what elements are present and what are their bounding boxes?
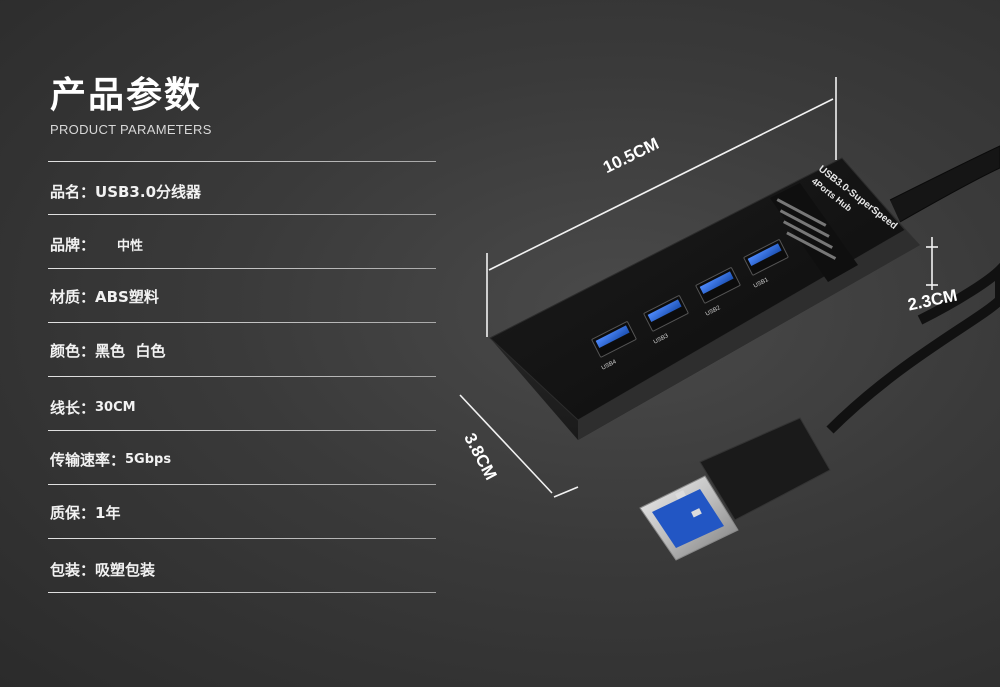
param-row-warranty: 质保：1年: [50, 500, 436, 524]
divider: [48, 376, 436, 377]
ridge-dots: [776, 198, 837, 260]
cable-top: [889, 145, 1000, 223]
usb-plug: [639, 417, 831, 561]
page-title: 产品参数: [50, 75, 203, 116]
hub-edge: [578, 230, 920, 440]
param-label: 颜色：: [50, 341, 96, 360]
param-value: 30CM: [95, 399, 136, 415]
param-label: 线长：: [50, 398, 96, 417]
divider: [48, 322, 436, 323]
divider: [48, 161, 436, 162]
param-label: 包装：: [50, 560, 96, 579]
param-value: 中性: [117, 238, 144, 254]
param-label: 材质：: [50, 287, 96, 306]
divider: [48, 430, 436, 431]
usb-port-3: USB3: [643, 295, 689, 346]
param-value: 吸塑包装: [95, 560, 156, 579]
param-row-packaging: 包装：吸塑包装: [50, 557, 436, 581]
param-row-color: 颜色：黑色 白色: [50, 338, 436, 362]
divider: [48, 214, 436, 215]
param-label: 品牌：: [50, 235, 96, 254]
param-value: USB3.0分线器: [95, 182, 202, 201]
page-subtitle: PRODUCT PARAMETERS: [50, 122, 212, 137]
usb-hub-product-image: USB3.0-SuperSpeed 4Ports Hub USB4 USB3 U…: [459, 77, 1000, 561]
divider: [48, 592, 436, 593]
param-value: 5Gbps: [125, 451, 172, 467]
param-value: 1年: [95, 503, 121, 522]
param-row-material: 材质：ABS塑料: [50, 284, 436, 308]
dimension-lines: [459, 77, 938, 498]
param-label: 品名：: [50, 182, 96, 201]
param-row-cable-length: 线长：30CM: [50, 395, 436, 419]
divider: [48, 484, 436, 485]
param-row-name: 品名：USB3.0分线器: [50, 179, 436, 203]
divider: [48, 268, 436, 269]
param-label: 质保：: [50, 503, 96, 522]
param-label: 传输速率：: [50, 450, 126, 469]
param-row-transfer-rate: 传输速率：5Gbps: [50, 447, 436, 471]
param-value: 黑色 白色: [95, 341, 166, 360]
param-row-brand: 品牌： 中性: [50, 232, 436, 256]
divider: [48, 538, 436, 539]
cable: [826, 262, 1000, 434]
param-value: ABS塑料: [95, 287, 159, 306]
